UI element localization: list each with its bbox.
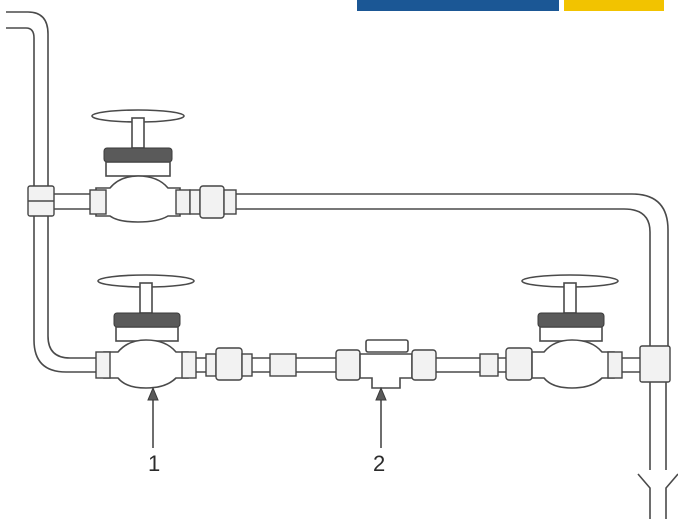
pipe-tee-icon [637, 345, 678, 519]
union-fitting-icon [189, 185, 237, 219]
union-fitting-icon [205, 347, 297, 381]
outlet-stop-valve-icon [521, 274, 623, 389]
left-supply-pipe [6, 11, 100, 373]
callout-label-2: 2 [373, 451, 386, 476]
union-fitting-icon [479, 347, 533, 381]
stop-valve-icon [89, 109, 191, 223]
banner-blue-bar [357, 0, 559, 11]
steam-trap-icon [335, 339, 437, 389]
callout-label-1: 1 [148, 451, 161, 476]
callout-leader-2 [375, 386, 387, 448]
banner-yellow-bar [564, 0, 664, 11]
inlet-stop-valve-icon [95, 274, 197, 389]
pipe-tee-icon [27, 185, 55, 217]
bypass-pipe-top [54, 193, 669, 350]
callout-leader-1 [147, 386, 159, 448]
